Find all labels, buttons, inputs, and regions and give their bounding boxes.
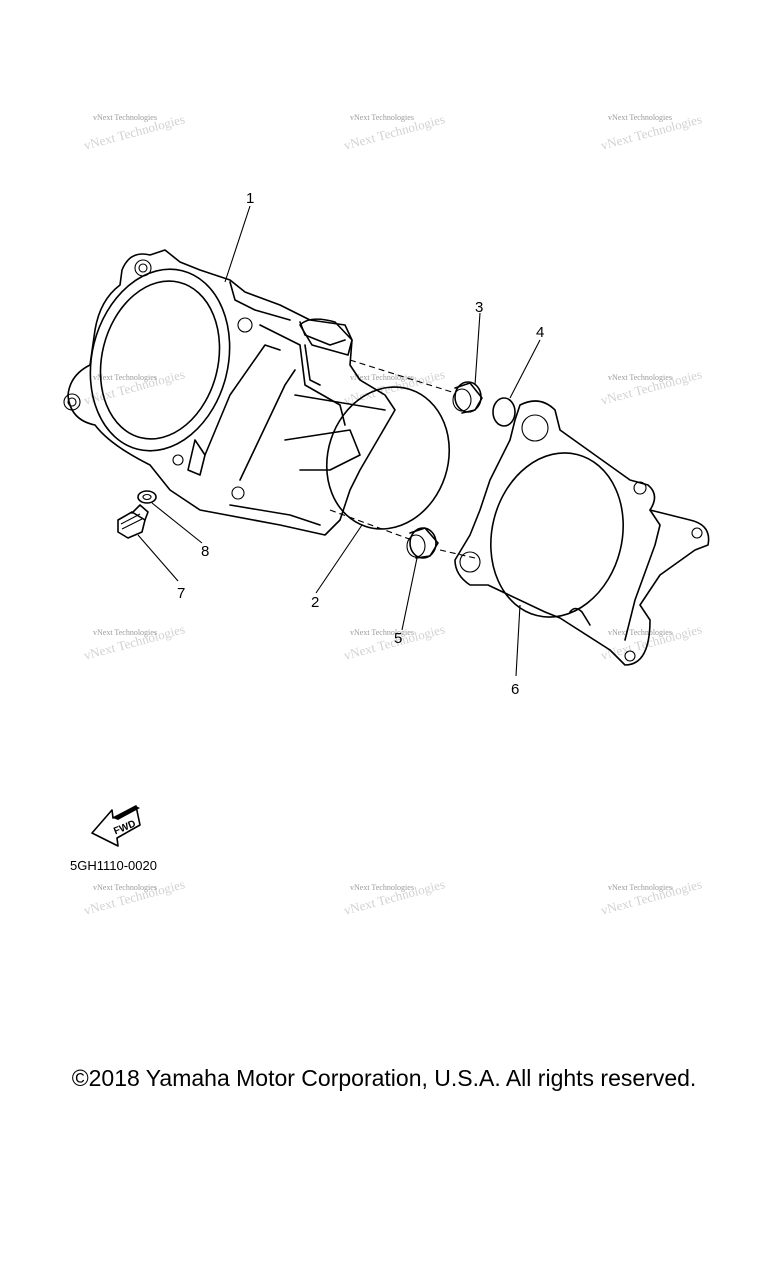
callout-4: 4 [536,324,544,341]
dowel-pin-lower [406,527,439,559]
svg-text:vNext Technologies: vNext Technologies [350,113,414,122]
svg-text:vNext Technologies: vNext Technologies [93,883,157,892]
svg-text:vNext Technologies: vNext Technologies [350,628,414,637]
callout-2: 2 [311,594,319,611]
callout-3: 3 [475,299,483,316]
washer [137,490,157,504]
callout-8: 8 [201,543,209,560]
svg-text:vNext Technologies: vNext Technologies [93,373,157,382]
part-code: 5GH1110-0020 [70,858,157,873]
svg-text:vNext Technologies: vNext Technologies [608,373,672,382]
callout-5: 5 [394,630,402,647]
svg-text:vNext Technologies: vNext Technologies [93,628,157,637]
svg-text:vNext Technologies: vNext Technologies [93,113,157,122]
o-ring-small [492,397,516,427]
bolt [117,504,149,539]
svg-text:vNext Technologies: vNext Technologies [350,883,414,892]
svg-text:vNext Technologies: vNext Technologies [608,113,672,122]
o-ring-large [325,386,451,530]
callout-1: 1 [246,190,254,207]
svg-text:vNext Technologies: vNext Technologies [608,883,672,892]
leader-lines [137,205,541,677]
copyright-notice: ©2018 Yamaha Motor Corporation, U.S.A. A… [71,1065,697,1091]
callout-6: 6 [511,681,519,698]
cylinder-base-gasket [454,400,710,666]
cylinder-block [63,249,396,536]
dowel-pin-upper [452,381,483,414]
svg-text:vNext Technologies: vNext Technologies [350,373,414,382]
alignment-guides [329,359,476,559]
fwd-arrow-icon: FWD [91,805,141,847]
callout-7: 7 [177,585,185,602]
svg-text:vNext Technologies: vNext Technologies [608,628,672,637]
